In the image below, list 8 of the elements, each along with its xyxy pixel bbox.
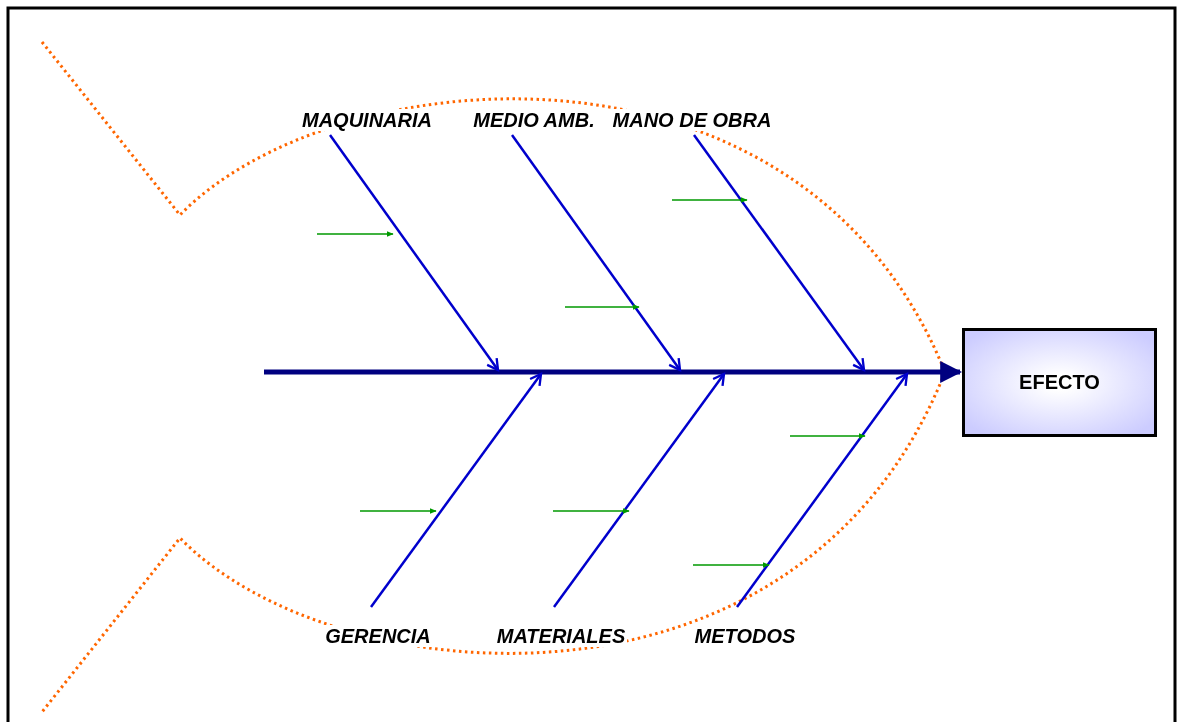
bone-arrow [511, 134, 682, 372]
bone-arrow [370, 372, 543, 608]
bone-arrow [329, 134, 500, 372]
bone-arrow [736, 372, 909, 608]
effect-box: EFECTO [962, 328, 1157, 437]
spine-arrow [264, 361, 963, 383]
bone-arrow [693, 134, 866, 372]
bone-arrow [553, 372, 726, 608]
